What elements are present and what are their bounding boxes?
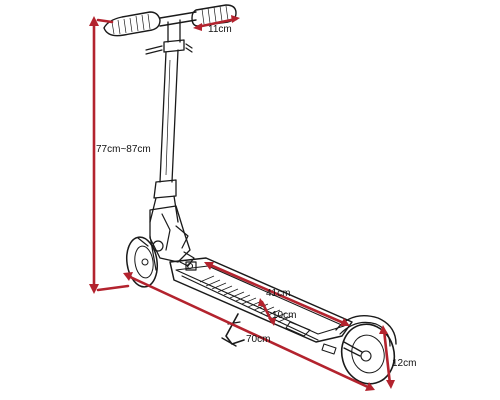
steering-column <box>145 19 193 223</box>
label-total-length: 70cm <box>246 334 270 345</box>
label-wheel: 12cm <box>392 358 416 369</box>
scooter-drawing <box>103 4 397 385</box>
dimension-wheel <box>379 325 395 389</box>
dimension-deck-width <box>258 298 276 326</box>
label-height: 77cm~87cm <box>96 144 151 155</box>
label-deck-width: 10cm <box>272 310 296 321</box>
handlebar <box>103 4 237 37</box>
dimension-handle-grip <box>193 15 240 31</box>
dimension-labels: 11cm 77cm~87cm 41cm 10cm 70cm 12cm <box>96 24 416 369</box>
dimension-lines <box>89 15 395 391</box>
dimension-height <box>89 16 130 294</box>
rear-wheel <box>335 315 397 385</box>
kickstand <box>221 313 245 347</box>
front-wheel <box>125 235 159 288</box>
label-deck-length: 41cm <box>266 288 290 299</box>
dimension-total-length <box>123 272 375 391</box>
dimension-deck-length <box>204 262 350 326</box>
label-handle-grip: 11cm <box>208 24 232 35</box>
